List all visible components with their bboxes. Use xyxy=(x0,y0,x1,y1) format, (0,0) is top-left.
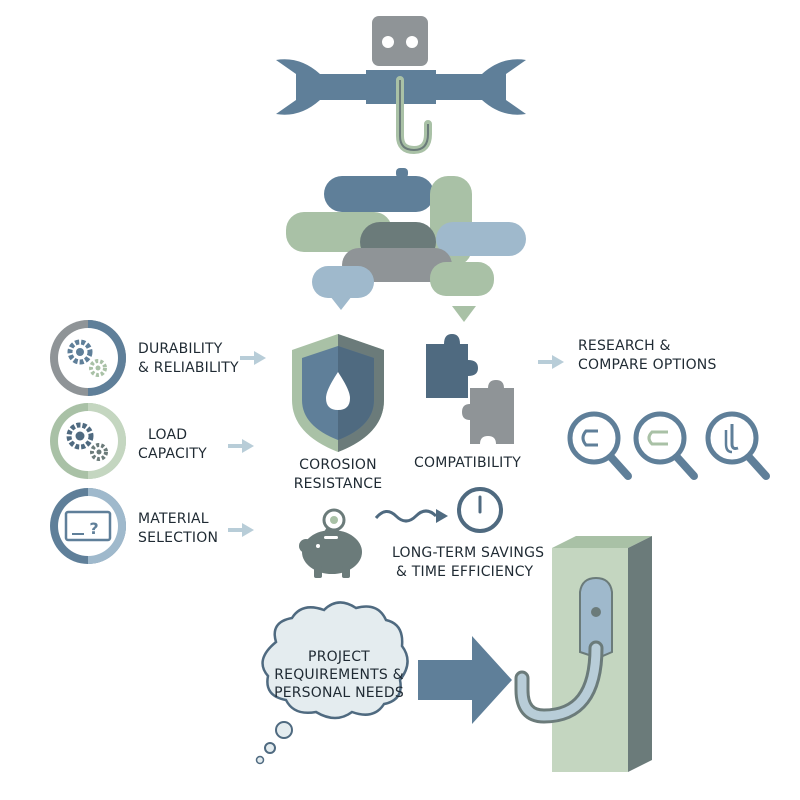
magnifier-icon xyxy=(567,411,632,480)
factor-arrows xyxy=(228,351,266,537)
piggy-bank-icon xyxy=(299,522,362,578)
factor-circle-material: ? xyxy=(50,488,126,564)
gears-icon xyxy=(66,422,108,461)
gears-icon xyxy=(67,339,107,377)
compatibility-label: COMPATIBILITY xyxy=(414,455,521,471)
shield-label: COROSION RESISTANCE xyxy=(293,457,383,492)
savings-label: LONG-TERM SAVINGS & TIME EFFICIENCY xyxy=(392,545,545,580)
factor-label-load: LOAD CAPACITY xyxy=(138,427,207,462)
thought-label: PROJECT REQUIREMENTS & PERSONAL NEEDS xyxy=(274,649,404,701)
factor-circle-load xyxy=(50,403,126,479)
hook-icon xyxy=(396,76,432,155)
blueprint-icon: ? xyxy=(64,510,112,542)
big-arrow-icon xyxy=(418,636,512,724)
wrench-icon xyxy=(276,16,526,115)
svg-text:?: ? xyxy=(89,519,98,538)
wavy-arrow-icon xyxy=(374,509,448,523)
factor-label-material: MATERIAL SELECTION xyxy=(138,511,219,546)
factor-label-durability: DURABILITY & RELIABILITY xyxy=(138,341,239,376)
thought-cloud-icon xyxy=(255,601,409,765)
magnifier-icon xyxy=(705,411,770,480)
puzzle-icon xyxy=(426,334,514,444)
magnifier-icon xyxy=(633,411,698,480)
clock-icon xyxy=(457,487,503,533)
factor-circle-durability xyxy=(50,320,126,396)
shield-icon xyxy=(292,334,384,452)
coin-icon xyxy=(322,508,346,532)
flow-shapes xyxy=(286,168,526,322)
research-label: RESEARCH & COMPARE OPTIONS xyxy=(578,338,717,373)
research-arrow xyxy=(538,355,564,369)
wall-hook-icon xyxy=(514,576,613,724)
water-drop-icon xyxy=(326,372,350,410)
